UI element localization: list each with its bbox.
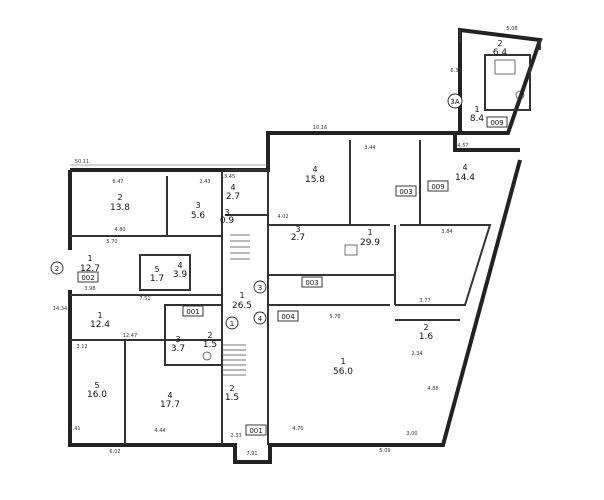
dimension-label: 4.02 (277, 214, 288, 220)
dimension-label: 4.57 (457, 143, 468, 149)
room-number: 2 (117, 193, 122, 202)
room-number: 1 (340, 357, 345, 366)
room-area: 3.7 (171, 344, 185, 354)
room-area: 16.0 (87, 390, 107, 400)
unit-code: 001 (186, 308, 199, 316)
dimension-label: 6.47 (112, 179, 123, 185)
room-number: 2 (207, 331, 212, 340)
room-number: 3 (195, 201, 200, 210)
room-number: 4 (312, 165, 317, 174)
dimension-label: 6.35 (450, 68, 461, 74)
room-number: 1 (239, 291, 244, 300)
dimension-label: 3.77 (419, 298, 430, 304)
room-area: 12.7 (80, 264, 100, 274)
dimension-label: 7.51 (139, 296, 150, 302)
unit-code: 004 (281, 313, 295, 321)
axis-label: 1 (230, 320, 234, 328)
room-area: 2.7 (226, 192, 240, 202)
dimension-label: 3.41 (69, 426, 80, 432)
room-number: 3 (175, 335, 180, 344)
axis-label: 2 (55, 265, 59, 273)
axis-label: 3 (258, 284, 262, 292)
room-labels: 2 13.8 3 5.6 4 2.7 3 0.9 1 12.7 5 1.7 4 … (80, 39, 507, 410)
dimension-label: 3.98 (84, 286, 95, 292)
unit-codes: 002 001 003 003 009 009 004 001 (77, 116, 508, 436)
room-area: 29.9 (360, 238, 380, 248)
room-number: 3 (224, 208, 229, 217)
room-area: 3.9 (173, 270, 188, 280)
dimension-label: 13.45 (221, 174, 235, 180)
dimension-label: 2.34 (411, 351, 422, 357)
axis-markers: 1 2 3 4 3A (50, 93, 463, 330)
dimension-label: 3.84 (441, 229, 452, 235)
dimension-label: 5.09 (379, 448, 390, 454)
dimension-label: 6.02 (109, 449, 120, 455)
dimension-label: 14.34 (53, 306, 67, 312)
axis-label: 4 (258, 315, 263, 323)
room-number: 4 (462, 163, 467, 172)
room-number: 2 (423, 323, 428, 332)
unit-code: 001 (249, 427, 262, 435)
dimension-label: 3.44 (364, 145, 375, 151)
interior-walls (70, 54, 531, 445)
room-number: 1 (97, 311, 102, 320)
room-area: 15.8 (305, 175, 325, 185)
dimension-label: 2.43 (199, 179, 210, 185)
dimension-label: 4.44 (154, 428, 165, 434)
room-number: 2 (229, 384, 234, 393)
room-number: 1 (474, 105, 479, 114)
dimension-label: 4.88 (427, 386, 438, 392)
unit-code: 009 (490, 119, 503, 127)
room-area: 6.4 (493, 48, 508, 58)
dimension-label: 4.70 (292, 426, 303, 432)
room-area: 1.6 (419, 332, 434, 342)
stair-flight (222, 234, 250, 376)
room-area: 14.4 (455, 173, 475, 183)
room-number: 4 (177, 261, 182, 270)
dimension-label: 12.47 (123, 333, 137, 339)
dimension-label: 3.12 (76, 344, 87, 350)
outer-walls (68, 27, 543, 464)
room-number: 4 (167, 391, 172, 400)
dimension-label: 5.70 (106, 239, 117, 245)
room-area: 17.7 (160, 400, 180, 410)
room-area: 1.7 (150, 274, 164, 284)
axis-label: 3A (450, 98, 459, 106)
room-number: 1 (87, 254, 92, 263)
room-area: 56.0 (333, 367, 353, 377)
unit-code: 009 (431, 183, 444, 191)
room-area: 26.5 (232, 301, 252, 311)
room-number: 5 (154, 265, 159, 274)
dimension-label: 50.11 (75, 159, 89, 165)
unit-code: 002 (81, 274, 94, 282)
room-number: 2 (497, 39, 502, 48)
unit-code: 003 (399, 188, 412, 196)
fixtures (202, 59, 525, 361)
dimension-label: 5.08 (506, 26, 517, 32)
dimension-label: 5.76 (329, 314, 340, 320)
dimension-label: 2.33 (230, 433, 241, 439)
unit-code: 003 (305, 279, 318, 287)
room-area: 1.5 (203, 340, 217, 350)
room-area: 13.8 (110, 203, 130, 213)
room-number: 4 (230, 183, 235, 192)
dimension-label: 7.91 (246, 451, 257, 457)
room-area: 2.7 (291, 233, 305, 243)
room-area: 1.5 (225, 393, 239, 403)
room-number: 5 (94, 381, 99, 390)
room-number: 1 (367, 228, 372, 237)
room-area: 8.4 (470, 114, 485, 124)
dimension-label: 3.00 (406, 431, 417, 437)
room-area: 0.9 (220, 216, 235, 226)
room-area: 12.4 (90, 320, 110, 330)
dimension-label: 4.80 (114, 227, 125, 233)
dimension-label: 10.16 (313, 125, 327, 131)
room-area: 5.6 (191, 211, 206, 221)
room-number: 3 (295, 225, 300, 234)
dimension-labels: 50.11 6.47 2.43 13.45 4.80 5.70 3.98 7.5… (53, 26, 518, 457)
